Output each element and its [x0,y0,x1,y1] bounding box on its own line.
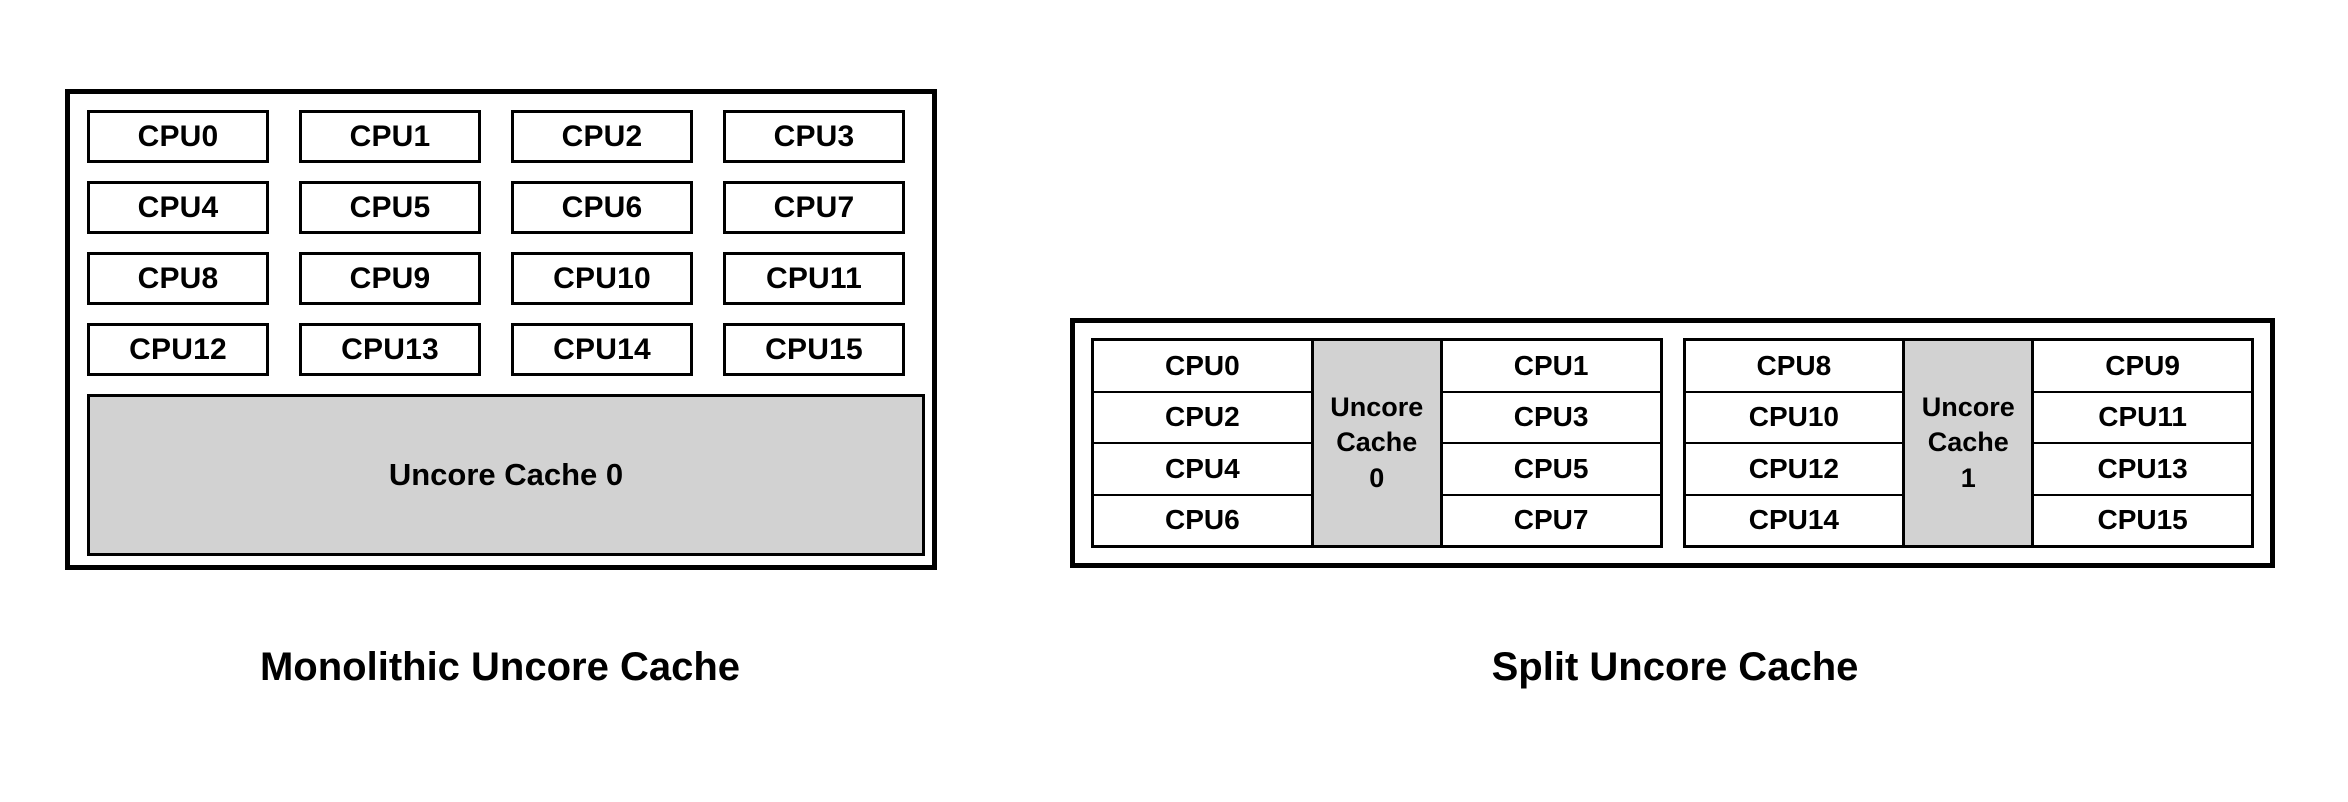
cluster-0-right-cpu-column: CPU1 CPU3 CPU5 CPU7 [1439,341,1660,545]
split-figure: CPU0 CPU2 CPU4 CPU6 Uncore Cache 0 CPU1 … [1070,318,2275,568]
cpu-box: CPU5 [299,181,481,234]
cpu-box: CPU6 [1094,495,1311,545]
cpu-box: CPU4 [1094,444,1311,496]
cache-label-line: 0 [1369,462,1385,493]
cpu-box: CPU12 [1685,444,1903,496]
monolithic-package-outline: CPU0 CPU1 CPU2 CPU3 CPU4 CPU5 CPU6 CPU7 … [65,89,937,570]
cpu-box: CPU15 [723,323,905,376]
cluster-1: CPU8 CPU10 CPU12 CPU14 Uncore Cache 1 CP… [1682,338,2254,548]
cache-label-line: Cache [1927,427,2009,458]
cpu-box: CPU14 [511,323,693,376]
cpu-box: CPU1 [299,110,481,163]
cpu-box: CPU2 [511,110,693,163]
cache-label-line: Cache [1336,427,1418,458]
cpu-box: CPU9 [2034,341,2251,393]
cpu-box: CPU14 [1685,495,1903,545]
monolithic-cpu-grid: CPU0 CPU1 CPU2 CPU3 CPU4 CPU5 CPU6 CPU7 … [87,110,925,376]
cache-label-line: Uncore [1330,391,1424,422]
monolithic-figure: CPU0 CPU1 CPU2 CPU3 CPU4 CPU5 CPU6 CPU7 … [65,89,937,570]
cpu-box: CPU5 [1442,444,1660,496]
cpu-box: CPU9 [299,252,481,305]
monolithic-caption: Monolithic Uncore Cache [259,645,741,689]
cpu-box: CPU11 [723,252,905,305]
cpu-box: CPU7 [1442,495,1660,545]
cpu-box: CPU8 [1685,341,1903,393]
cluster-0-left-cpu-column: CPU0 CPU2 CPU4 CPU6 [1094,341,1314,545]
cpu-box: CPU1 [1442,341,1660,393]
cpu-box: CPU3 [723,110,905,163]
cpu-box: CPU8 [87,252,269,305]
cpu-box: CPU4 [87,181,269,234]
cpu-box: CPU10 [511,252,693,305]
cluster-1-right-cpu-column: CPU9 CPU11 CPU13 CPU15 [2031,341,2251,545]
cpu-box: CPU0 [87,110,269,163]
cpu-box: CPU6 [511,181,693,234]
cluster-1-left-cpu-column: CPU8 CPU10 CPU12 CPU14 [1685,341,1906,545]
cpu-box: CPU12 [87,323,269,376]
cluster-1-uncore-cache-block: Uncore Cache 1 [1905,341,2032,545]
cpu-box: CPU7 [723,181,905,234]
cpu-box: CPU0 [1094,341,1311,393]
cluster-0: CPU0 CPU2 CPU4 CPU6 Uncore Cache 0 CPU1 … [1091,338,1663,548]
cache-label-line: 1 [1960,462,1976,493]
cpu-box: CPU11 [2034,392,2251,444]
uncore-cache-block: Uncore Cache 0 [87,394,925,556]
cpu-box: CPU15 [2034,495,2251,545]
split-package-outline: CPU0 CPU2 CPU4 CPU6 Uncore Cache 0 CPU1 … [1070,318,2275,568]
cpu-box: CPU13 [299,323,481,376]
cpu-box: CPU2 [1094,392,1311,444]
split-caption: Split Uncore Cache [1491,645,1859,689]
cache-label-line: Uncore [1921,391,2015,422]
cpu-box: CPU10 [1685,392,1903,444]
cpu-box: CPU3 [1442,392,1660,444]
cpu-box: CPU13 [2034,444,2251,496]
cluster-0-uncore-cache-block: Uncore Cache 0 [1313,341,1440,545]
split-cluster-row: CPU0 CPU2 CPU4 CPU6 Uncore Cache 0 CPU1 … [1091,338,2254,548]
